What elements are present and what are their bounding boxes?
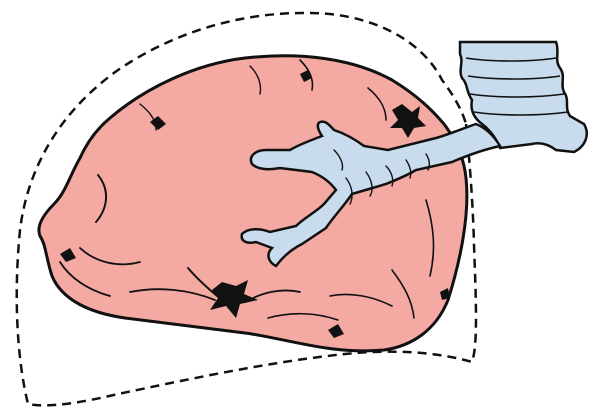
collapsed-lung	[39, 56, 467, 351]
